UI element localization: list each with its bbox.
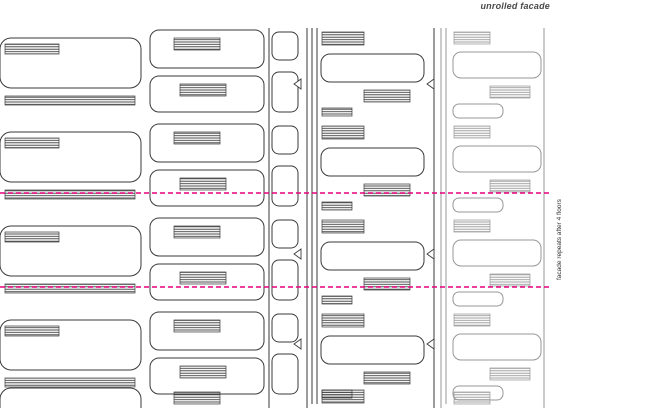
- facade-panel: [452, 51, 542, 79]
- flow-arrow-icon: [426, 78, 435, 90]
- louver-hatch-block: [489, 85, 531, 99]
- facade-panel: [271, 125, 299, 155]
- facade-bay-right: [445, 28, 542, 404]
- louver-hatch-block: [453, 219, 491, 233]
- facade-panel: [0, 319, 142, 371]
- louver-hatch-block: [321, 295, 353, 305]
- facade-panel: [320, 147, 425, 177]
- louver-hatch-block: [489, 367, 531, 381]
- flow-arrow-icon: [293, 248, 302, 260]
- facade-panel: [452, 103, 504, 119]
- louver-hatch-block: [321, 389, 365, 404]
- louver-hatch-block: [453, 31, 491, 45]
- facade-panel: [271, 219, 299, 249]
- page-title: unrolled facade: [480, 1, 550, 11]
- louver-hatch-block: [453, 125, 491, 139]
- facade-panel: [271, 165, 299, 207]
- facade-bay-narrow: [271, 31, 299, 395]
- facade-panel: [0, 387, 142, 408]
- louver-hatch-block: [453, 391, 491, 405]
- facade-bay-wide-left: [0, 37, 142, 388]
- facade-panel: [149, 123, 265, 163]
- louver-hatch-block: [173, 131, 221, 145]
- flow-arrow-icon: [293, 338, 302, 350]
- facade-panel: [271, 71, 299, 113]
- facade-panel: [149, 263, 265, 301]
- louver-hatch-block: [321, 313, 365, 328]
- louver-hatch-block: [4, 283, 136, 294]
- louver-hatch-block: [173, 37, 221, 51]
- louver-hatch-block: [4, 325, 60, 337]
- louver-hatch-block: [363, 277, 411, 291]
- louver-hatch-block: [179, 271, 227, 285]
- louver-hatch-block: [489, 273, 531, 287]
- facade-panel: [271, 31, 299, 61]
- louver-hatch-block: [4, 137, 60, 149]
- facade-panel: [452, 291, 504, 307]
- louver-hatch-block: [321, 219, 365, 234]
- louver-hatch-block: [179, 365, 227, 379]
- facade-panel: [452, 145, 542, 173]
- louver-hatch-block: [4, 231, 60, 243]
- louver-hatch-block: [489, 179, 531, 193]
- louver-hatch-block: [321, 125, 365, 140]
- facade-panel: [320, 241, 425, 271]
- louver-hatch-block: [179, 177, 227, 191]
- louver-hatch-block: [4, 189, 136, 200]
- facade-panel: [320, 53, 425, 83]
- facade-bay-mid: [149, 29, 265, 395]
- louver-hatch-block: [363, 371, 411, 385]
- facade-panel: [452, 333, 542, 361]
- facade-bay-core: [311, 28, 425, 404]
- louver-hatch-block: [321, 31, 365, 46]
- facade-panel: [149, 311, 265, 351]
- louver-hatch-block: [173, 391, 221, 405]
- facade-panel: [149, 75, 265, 113]
- facade-panel: [0, 225, 142, 277]
- facade-panel: [149, 169, 265, 207]
- louver-hatch-block: [363, 89, 411, 103]
- facade-panel: [271, 259, 299, 301]
- repeat-note-label: facade repeats after 4 floors: [556, 199, 563, 281]
- flow-arrow-icon: [426, 248, 435, 260]
- louver-hatch-block: [179, 83, 227, 97]
- facade-panel: [320, 335, 425, 365]
- louver-hatch-block: [453, 313, 491, 327]
- louver-hatch-block: [173, 225, 221, 239]
- louver-hatch-block: [4, 95, 136, 106]
- louver-hatch-block: [4, 43, 60, 55]
- louver-hatch-block: [363, 183, 411, 197]
- louver-hatch-block: [321, 107, 353, 117]
- flow-arrow-icon: [426, 338, 435, 350]
- louver-hatch-block: [4, 377, 136, 388]
- louver-hatch-block: [321, 201, 353, 211]
- facade-panel: [0, 131, 142, 183]
- facade-panel: [271, 313, 299, 343]
- facade-panel: [0, 37, 142, 89]
- facade-panel: [271, 353, 299, 395]
- facade-panel: [149, 217, 265, 257]
- facade-panel: [452, 197, 504, 213]
- louver-hatch-block: [173, 319, 221, 333]
- flow-arrow-icon: [293, 78, 302, 90]
- facade-panel: [149, 29, 265, 69]
- facade-panel: [452, 239, 542, 267]
